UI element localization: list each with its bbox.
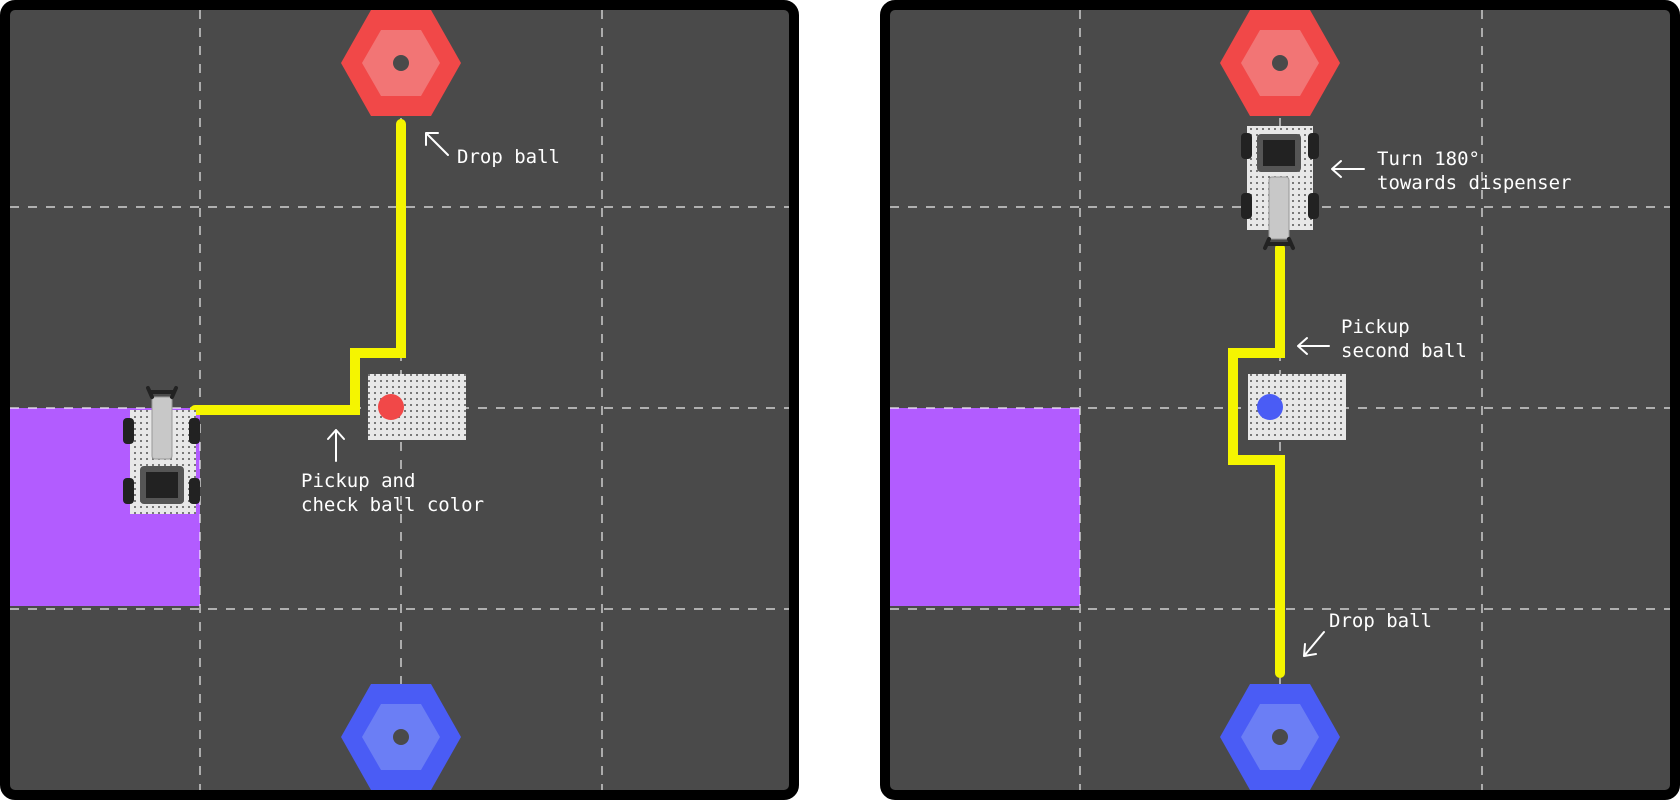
- annotation-pickup-second: Pickup second ball: [1297, 316, 1467, 362]
- red-goal-icon: [341, 10, 461, 116]
- blue-ball: [1257, 394, 1283, 420]
- left-panel: Drop ball Pickup and check ball color: [0, 0, 799, 800]
- red-ball: [378, 394, 404, 420]
- blue-goal-icon: [341, 684, 461, 790]
- annotation-turn-line2: towards dispenser: [1377, 172, 1571, 194]
- annotation-drop-second: Drop ball: [1303, 610, 1432, 657]
- red-goal-icon: [1220, 10, 1340, 116]
- robot-icon: [1241, 126, 1319, 250]
- annotation-pickup-line2: check ball color: [301, 494, 484, 516]
- annotation-pickup-line1: Pickup and: [301, 470, 415, 492]
- right-robot-path: [1228, 243, 1285, 678]
- annotation-pickup-second-line1: Pickup: [1341, 316, 1410, 338]
- annotation-drop-ball: Drop ball: [425, 132, 560, 168]
- annotation-turn: Turn 180° towards dispenser: [1331, 148, 1571, 194]
- annotation-drop-label: Drop ball: [457, 146, 560, 168]
- annotation-turn-line1: Turn 180°: [1377, 148, 1480, 170]
- annotation-drop-second-label: Drop ball: [1329, 610, 1432, 632]
- annotation-pickup: Pickup and check ball color: [301, 429, 484, 516]
- right-panel: Turn 180° towards dispenser Pickup secon…: [880, 0, 1680, 800]
- robot-icon: [123, 386, 200, 514]
- left-robot-path: [190, 119, 406, 415]
- annotation-pickup-second-line2: second ball: [1341, 340, 1467, 362]
- ball-dispenser-icon: [368, 374, 466, 440]
- right-start-zone: [890, 408, 1080, 606]
- blue-goal-icon: [1220, 684, 1340, 790]
- ball-dispenser-icon: [1248, 374, 1346, 440]
